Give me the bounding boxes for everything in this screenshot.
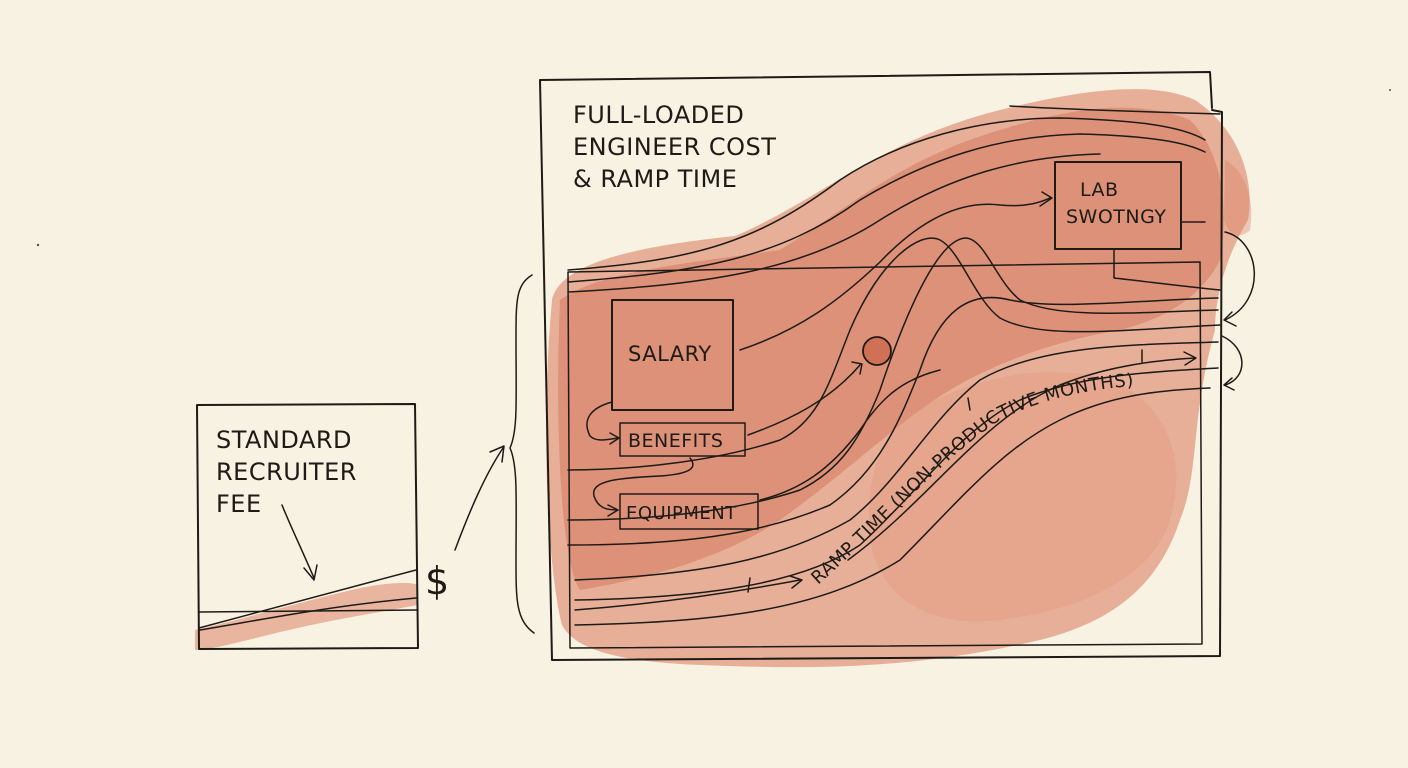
return-loop-upper-arrowhead: [1223, 311, 1237, 327]
inner-top-edge: [1009, 105, 1221, 115]
lab-label-line-2: SWOTNGY: [1066, 206, 1167, 228]
return-loop-upper: [1224, 231, 1255, 321]
salary-to-benefits-arrowhead: [609, 432, 620, 445]
lab-label-line-1: LAB: [1080, 179, 1119, 201]
engineer-cost-panel: [539, 71, 1255, 661]
salary-to-benefits-arrow: [586, 401, 619, 441]
ramp-lower-arrowhead: [789, 575, 803, 589]
connector-arrowhead: [489, 445, 505, 463]
recruiter-fee-frame: [196, 403, 419, 650]
inner-frame: [567, 261, 1203, 649]
ramp-upper-arrow: [847, 357, 1196, 561]
ramp-lower-arrow: [574, 579, 801, 611]
cost-title-line-1: FULL-LOADED: [573, 101, 744, 129]
dollar-sign: $: [425, 559, 450, 603]
paper-speck: [1389, 89, 1391, 91]
watercolor-wash-left: [195, 583, 418, 650]
ramp-tick-1: [747, 577, 751, 593]
recruiter-title-line-2: RECRUITER: [216, 458, 357, 486]
return-loop-lower: [1221, 335, 1243, 386]
recruiter-title-line-1: STANDARD: [216, 426, 352, 454]
ramp-upper-arrowhead: [1183, 351, 1197, 366]
benefits-label: BENEFITS: [628, 430, 723, 452]
salary-label: SALARY: [628, 342, 712, 366]
benefits-box: [619, 422, 746, 457]
recruiter-fee-panel: [196, 403, 419, 650]
pointer-arrowhead: [303, 564, 318, 581]
paper-speck: [36, 243, 40, 247]
cost-title-line-2: ENGINEER COST: [573, 133, 776, 161]
equipment-box: [619, 493, 759, 530]
benefits-to-equipment-arrow: [593, 457, 694, 511]
node-circle: [862, 336, 892, 366]
fee-trend-line: [198, 569, 417, 629]
flow-lines: [567, 117, 1221, 626]
curly-brace: [509, 274, 535, 634]
salary-box: [611, 299, 734, 411]
lab-box: [1054, 161, 1182, 250]
return-loop-lower-arrowhead: [1223, 377, 1235, 391]
outer-frame: [539, 71, 1223, 661]
equipment-label: EQUIPMENT: [626, 503, 737, 524]
pointer-arrow: [281, 504, 315, 579]
ramp-tick-3: [967, 397, 971, 411]
cost-title-line-3: & RAMP TIME: [573, 165, 737, 193]
benefits-to-equipment-arrowhead: [607, 504, 619, 517]
lab-connector: [1113, 249, 1221, 291]
connector-arrow: [454, 447, 504, 551]
recruiter-title-line-3: FEE: [216, 490, 262, 518]
fee-trend-line-lower: [199, 597, 417, 631]
